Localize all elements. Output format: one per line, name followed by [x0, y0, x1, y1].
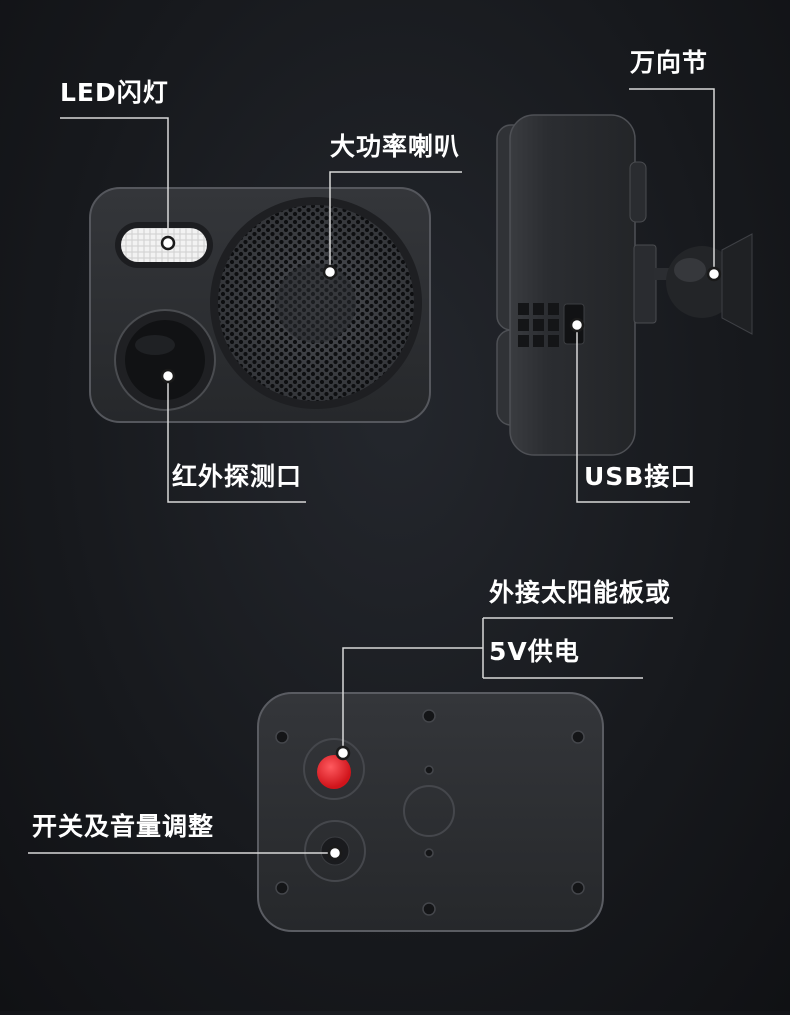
label-led-flash: LED闪灯	[60, 78, 169, 107]
callout-dot-icon	[569, 317, 585, 333]
label-infrared: 红外探测口	[172, 462, 303, 491]
label-solar-line1: 外接太阳能板或	[489, 578, 672, 607]
callout-dot-icon	[706, 266, 722, 282]
infrared-lens-icon	[114, 309, 216, 411]
callout-dot-icon	[322, 264, 338, 280]
front-device	[89, 187, 431, 423]
label-switch-volume: 开关及音量调整	[32, 812, 215, 841]
label-gimbal: 万向节	[630, 48, 709, 77]
callout-dot-icon	[160, 235, 176, 251]
label-usb: USB接口	[584, 462, 697, 491]
back-device	[257, 692, 604, 932]
callout-dots	[160, 235, 722, 861]
side-device	[496, 114, 753, 456]
power-button-icon	[303, 738, 365, 800]
callout-dot-icon	[335, 745, 351, 761]
callout-lines	[28, 88, 715, 854]
gimbal-joint-icon	[654, 233, 753, 335]
label-solar-line2: 5V供电	[489, 637, 580, 666]
callout-dot-icon	[160, 368, 176, 384]
speaker-grille-icon	[210, 197, 422, 409]
callout-dot-icon	[327, 845, 343, 861]
label-speaker: 大功率喇叭	[330, 132, 461, 161]
